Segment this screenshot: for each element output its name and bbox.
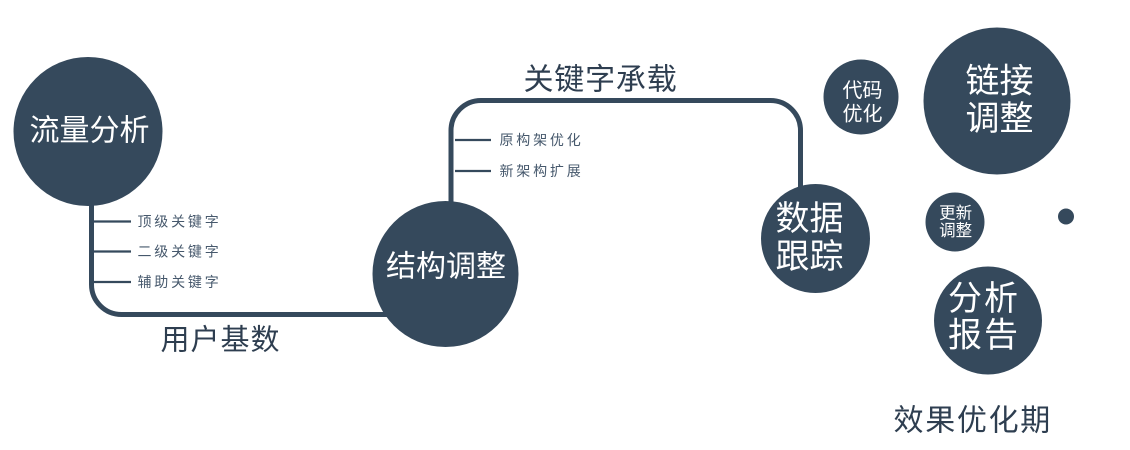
svg-text:二级关键字: 二级关键字 bbox=[138, 244, 222, 260]
svg-text:顶级关键字: 顶级关键字 bbox=[138, 214, 222, 230]
svg-text:辅助关键字: 辅助关键字 bbox=[138, 274, 222, 290]
svg-text:用户基数: 用户基数 bbox=[161, 324, 281, 357]
svg-text:调整: 调整 bbox=[966, 100, 1034, 138]
svg-text:跟踪: 跟踪 bbox=[776, 238, 844, 276]
svg-text:代码: 代码 bbox=[843, 79, 883, 102]
svg-text:流量分析: 流量分析 bbox=[30, 115, 150, 148]
svg-text:结构调整: 结构调整 bbox=[386, 251, 506, 284]
svg-text:关键字承载: 关键字承载 bbox=[524, 63, 678, 96]
svg-text:报告: 报告 bbox=[948, 317, 1020, 355]
svg-text:原构架优化: 原构架优化 bbox=[500, 132, 584, 148]
svg-text:效果优化期: 效果优化期 bbox=[894, 405, 1053, 438]
svg-text:数据: 数据 bbox=[776, 200, 844, 238]
svg-text:分析: 分析 bbox=[948, 280, 1020, 318]
svg-text:调整: 调整 bbox=[939, 221, 972, 240]
svg-text:更新: 更新 bbox=[939, 204, 972, 223]
svg-text:新架构扩展: 新架构扩展 bbox=[500, 163, 584, 179]
svg-text:链接: 链接 bbox=[966, 62, 1034, 100]
svg-text:优化: 优化 bbox=[843, 103, 883, 126]
